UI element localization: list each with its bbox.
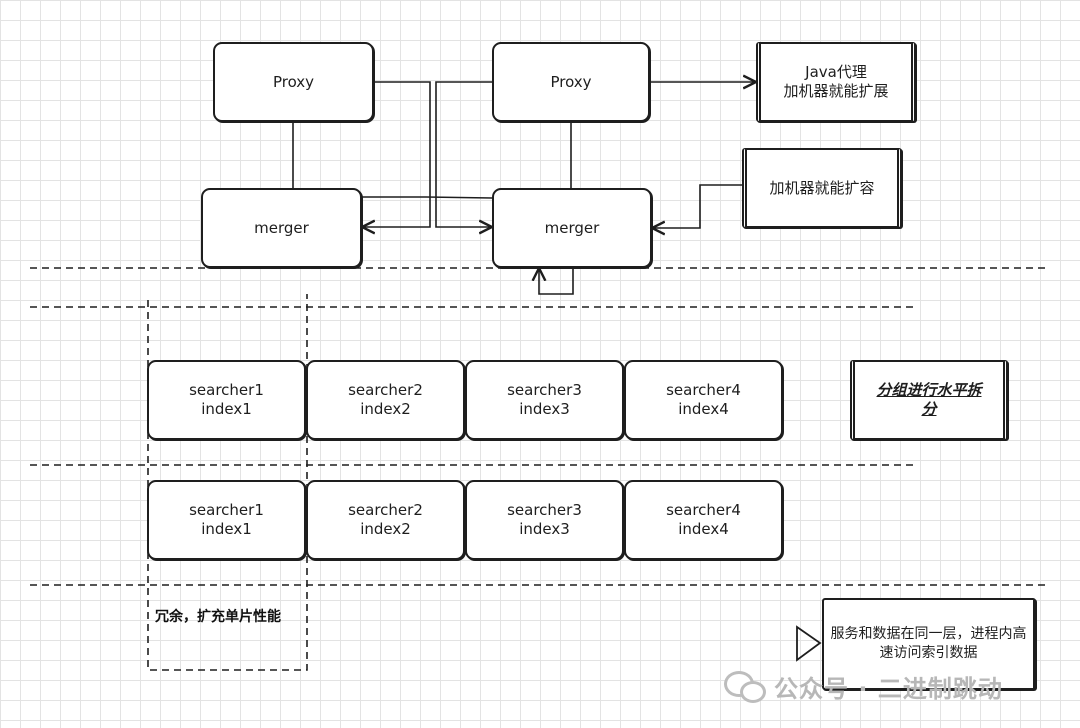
play-icon: [796, 625, 822, 662]
proxy-right-label: Proxy: [550, 72, 592, 91]
watermark-text: 公众号 · 二进制跳动: [774, 674, 1003, 703]
horizontal-split-note: 分组进行水平拆分: [850, 360, 1008, 440]
redundancy-note: 冗余，扩充单片性能: [155, 609, 281, 625]
index-label: index4: [678, 520, 729, 538]
wechat-icon: [724, 669, 768, 703]
same-layer-note: 服务和数据在同一层，进程内高速访问索引数据: [822, 598, 1036, 690]
index-label: index4: [678, 400, 729, 418]
merger-self-loop: [538, 268, 574, 295]
java-scale-line2: 加机器就能扩展: [783, 82, 889, 100]
watermark: 公众号 · 二进制跳动: [724, 666, 1003, 706]
java-scale-line1: Java代理: [805, 63, 867, 81]
merger-right-box: merger: [492, 188, 652, 268]
index-label: index3: [519, 400, 570, 418]
proxy-left-box: Proxy: [213, 42, 374, 122]
java-scale-box: Java代理 加机器就能扩展: [756, 42, 916, 122]
searcher-label: searcher1: [189, 381, 264, 399]
scale-out-box: 加机器就能扩容: [742, 148, 902, 228]
horizontal-split-label: 分组进行水平拆分: [876, 381, 982, 418]
searcher-label: searcher4: [666, 501, 741, 519]
proxy-left-label: Proxy: [272, 72, 315, 91]
merger-right-label: merger: [544, 218, 600, 237]
merger-left-box: merger: [201, 188, 362, 268]
index-label: index2: [360, 400, 411, 418]
proxy-right-to-bus: [435, 81, 492, 227]
merger-left-label: merger: [254, 218, 309, 237]
scale-out-arrow: [652, 184, 742, 228]
scale-out-label: 加机器就能扩容: [769, 178, 875, 197]
index-label: index2: [360, 520, 411, 538]
searcher-label: searcher4: [666, 381, 741, 399]
proxy-right-box: Proxy: [492, 42, 650, 122]
searcher-label: searcher1: [189, 501, 264, 519]
index-label: index1: [201, 400, 252, 418]
index-label: index3: [519, 520, 570, 538]
index-label: index1: [201, 520, 252, 538]
searcher-label: searcher3: [507, 501, 582, 519]
merger-cross-line: [362, 196, 493, 199]
same-layer-label: 服务和数据在同一层，进程内高速访问索引数据: [830, 626, 1027, 661]
searcher-label: searcher3: [507, 381, 582, 399]
searcher-label: searcher2: [348, 501, 423, 519]
searcher-label: searcher2: [348, 381, 423, 399]
